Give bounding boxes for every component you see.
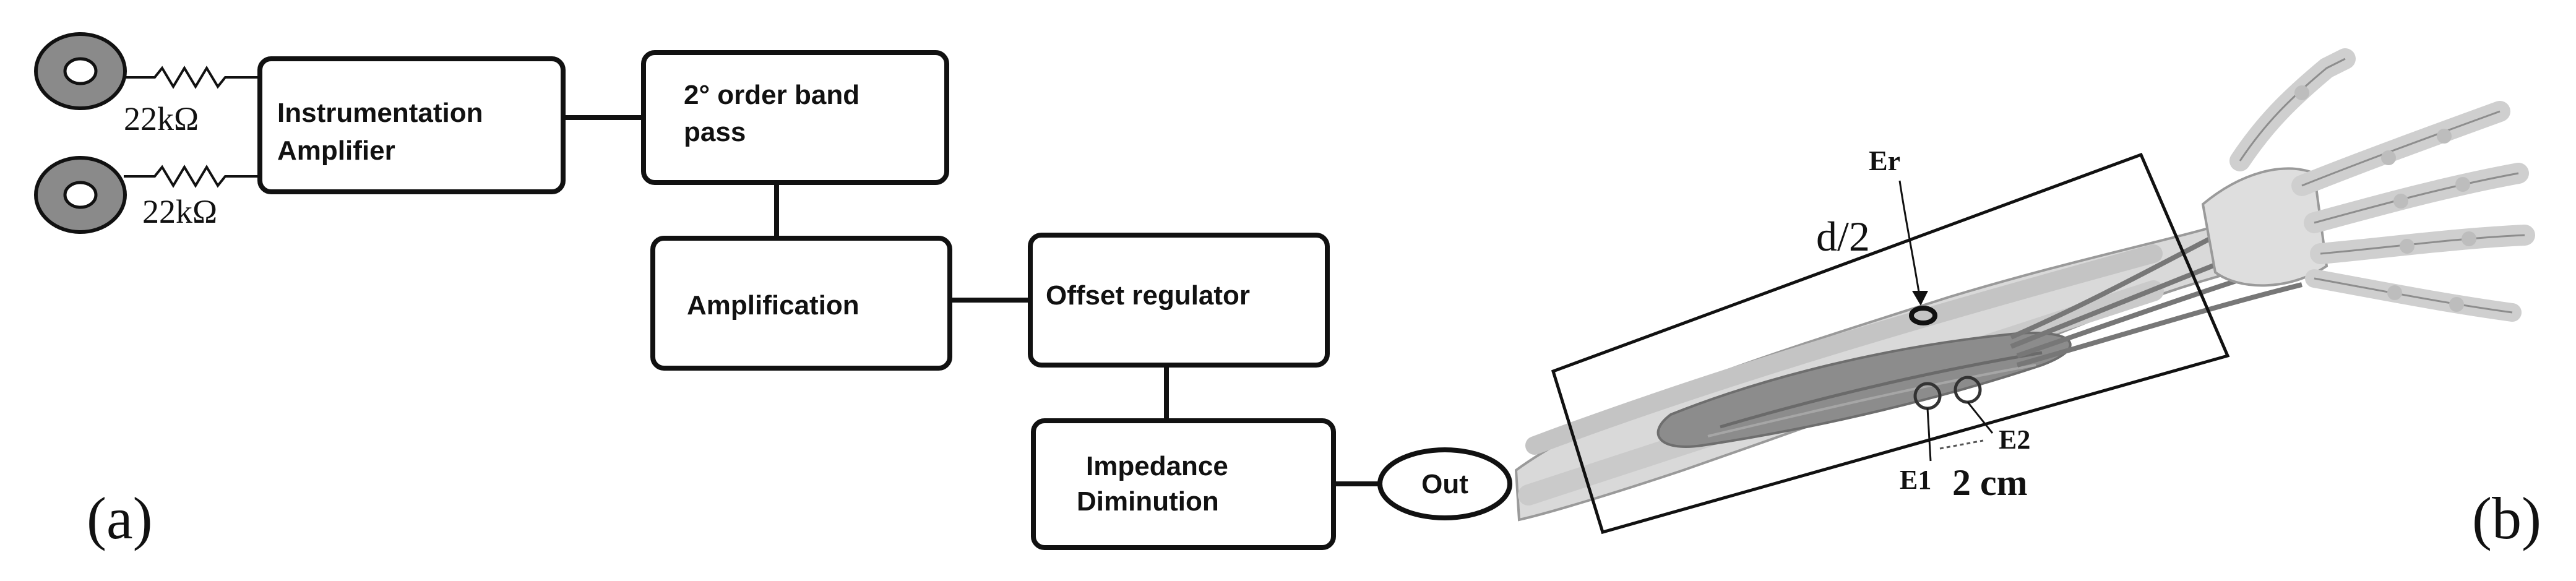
impedance-diminution-line2: Diminution: [1077, 486, 1219, 517]
instrumentation-amplifier-block: [257, 56, 566, 194]
impedance-diminution-line1: Impedance: [1086, 451, 1228, 481]
panel-b-label: (b): [2472, 485, 2541, 551]
finger-thumb: [2229, 48, 2356, 171]
electrode-distance-label: 2 cm: [1952, 462, 2028, 503]
half-distance-label: d/2: [1816, 213, 1870, 260]
reference-pointer: [1898, 180, 1921, 301]
panel-a: 22kΩ 22kΩ Instrumentation Amplifier 2° o…: [34, 32, 1512, 551]
impedance-diminution-block: [1031, 418, 1336, 550]
electrode-top: [34, 32, 127, 110]
resistor-top-symbol: [124, 66, 260, 89]
reference-electrode-label: Er: [1869, 145, 1900, 176]
e1-pointer: [1926, 408, 1932, 462]
panel-a-label: (a): [87, 485, 153, 551]
out-terminal: [1377, 447, 1512, 520]
e1-e2-spacing: [1939, 439, 1984, 450]
measurement-frame: [1551, 152, 2230, 535]
amplification-label: Amplification: [687, 290, 859, 321]
forearm-illustration: [1514, 48, 2535, 522]
panel-b: Er d/2 E1 E2 2 cm (b): [1514, 48, 2541, 551]
bandpass-filter-line2: pass: [684, 117, 746, 147]
electrode-e1-label: E1: [1900, 465, 1931, 495]
resistor-top-label: 22kΩ: [124, 100, 199, 137]
bandpass-filter-block: [641, 50, 949, 185]
instrumentation-amplifier-line1: Instrumentation: [277, 98, 483, 128]
offset-regulator-block: [1028, 233, 1330, 368]
electrode-bottom: [34, 156, 127, 234]
electrode-e2-label: E2: [1999, 424, 2030, 455]
out-label: Out: [1421, 469, 1468, 499]
reference-pointer-arrowhead: [1912, 291, 1928, 306]
reference-electrode: [1909, 306, 1937, 325]
amplification-block: [650, 236, 952, 371]
offset-regulator-label: Offset regulator: [1046, 280, 1250, 311]
instrumentation-amplifier-line2: Amplifier: [277, 136, 395, 166]
resistor-bottom-label: 22kΩ: [142, 193, 217, 230]
e2-pointer: [1966, 402, 1994, 434]
bandpass-filter-line1: 2° order band: [684, 80, 859, 110]
resistor-bottom-symbol: [124, 165, 260, 188]
